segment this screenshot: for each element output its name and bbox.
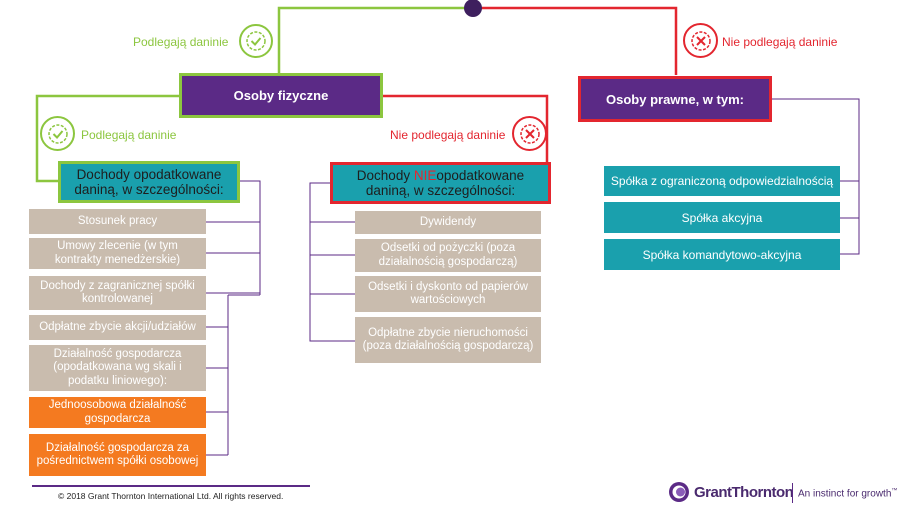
check-badge-icon bbox=[239, 24, 273, 58]
list-item: Spółka komandytowo-akcyjna bbox=[604, 239, 840, 270]
list-item: Działalność gospodarcza za pośrednictwem… bbox=[29, 434, 206, 476]
tagline: An instinct for growth™ bbox=[798, 488, 897, 499]
taxed-label: Podlegają daninie bbox=[81, 128, 177, 142]
list-item: Dywidendy bbox=[355, 211, 541, 234]
footer-divider bbox=[792, 483, 793, 503]
list-item: Odpłatne zbycie akcji/udziałów bbox=[29, 315, 206, 340]
list-item: Odsetki i dyskonto od papierów wartościo… bbox=[355, 276, 541, 312]
taxed-income-header: Dochody opodatkowane daniną, w szczególn… bbox=[58, 161, 240, 203]
natural-persons-box: Osoby fizyczne bbox=[179, 73, 383, 118]
untaxed-title-highlight: NIE bbox=[413, 168, 437, 183]
check-badge-icon bbox=[40, 116, 75, 151]
x-badge-icon bbox=[512, 116, 547, 151]
list-item: Spółka z ograniczoną odpowiedzialnością bbox=[604, 166, 840, 196]
list-item: Dochody z zagranicznej spółki kontrolowa… bbox=[29, 276, 206, 310]
copyright-text: © 2018 Grant Thornton International Ltd.… bbox=[58, 491, 284, 501]
untaxed-income-header: Dochody NIEopodatkowane daniną, w szczeg… bbox=[330, 162, 551, 204]
root-untaxed-label: Nie podlegają daninie bbox=[722, 35, 838, 49]
list-item: Odsetki od pożyczki (poza działalnością … bbox=[355, 239, 541, 272]
x-badge-icon bbox=[683, 23, 718, 58]
list-item: Spółka akcyjna bbox=[604, 202, 840, 233]
tagline-text: An instinct for growth bbox=[798, 488, 892, 500]
grant-thornton-logo-icon bbox=[668, 481, 690, 503]
list-item: Jednoosobowa działalność gospodarcza bbox=[29, 397, 206, 428]
untaxed-title-prefix: Dochody bbox=[356, 168, 414, 183]
untaxed-label: Nie podlegają daninie bbox=[390, 128, 506, 142]
list-item: Odpłatne zbycie nieruchomości (poza dzia… bbox=[355, 317, 541, 363]
list-item: Stosunek pracy bbox=[29, 209, 206, 234]
list-item: Działalność gospodarcza (opodatkowana wg… bbox=[29, 345, 206, 391]
trademark-symbol: ™ bbox=[891, 488, 898, 494]
root-taxed-label: Podlegają daninie bbox=[133, 35, 229, 49]
list-item: Umowy zlecenie (w tym kontrakty menedżer… bbox=[29, 238, 206, 269]
brand-name: GrantThornton bbox=[694, 484, 794, 501]
untaxed-title-suffix: opodatkowane daniną, w szczególności: bbox=[365, 168, 525, 198]
legal-persons-box: Osoby prawne, w tym: bbox=[578, 76, 772, 122]
